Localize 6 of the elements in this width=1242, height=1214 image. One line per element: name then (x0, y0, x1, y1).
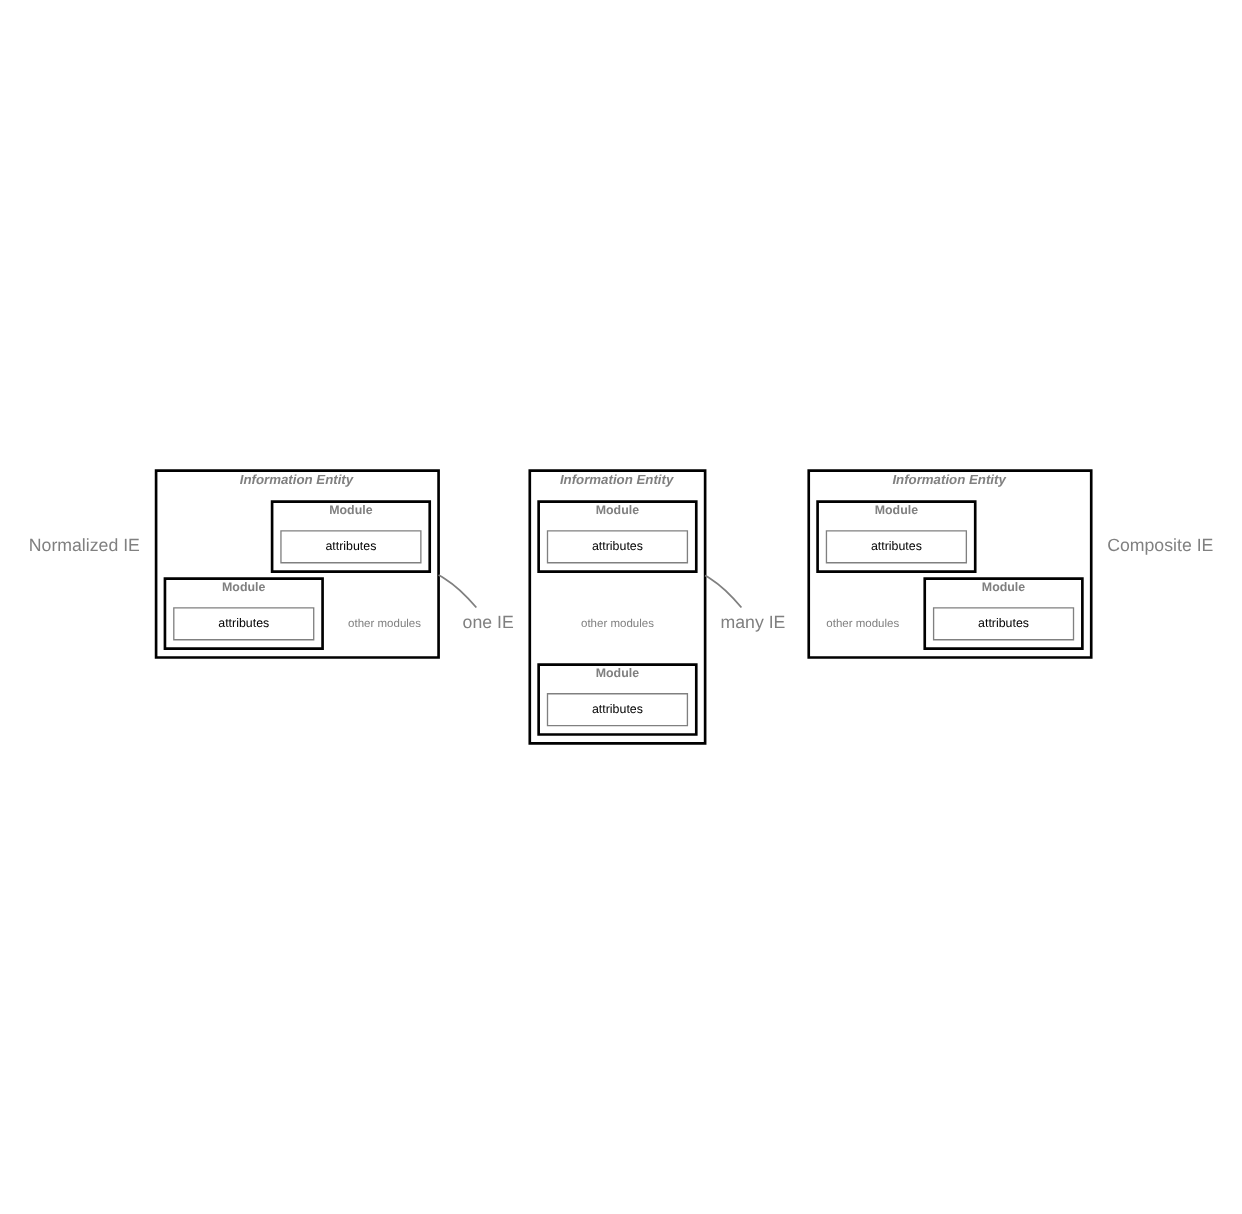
label: Composite IE (1107, 535, 1214, 556)
node-text: one IE (462, 612, 514, 633)
connector (437, 574, 478, 609)
connector (704, 574, 743, 609)
label: Normalized IE (28, 535, 140, 556)
node-text: many IE (720, 612, 786, 633)
